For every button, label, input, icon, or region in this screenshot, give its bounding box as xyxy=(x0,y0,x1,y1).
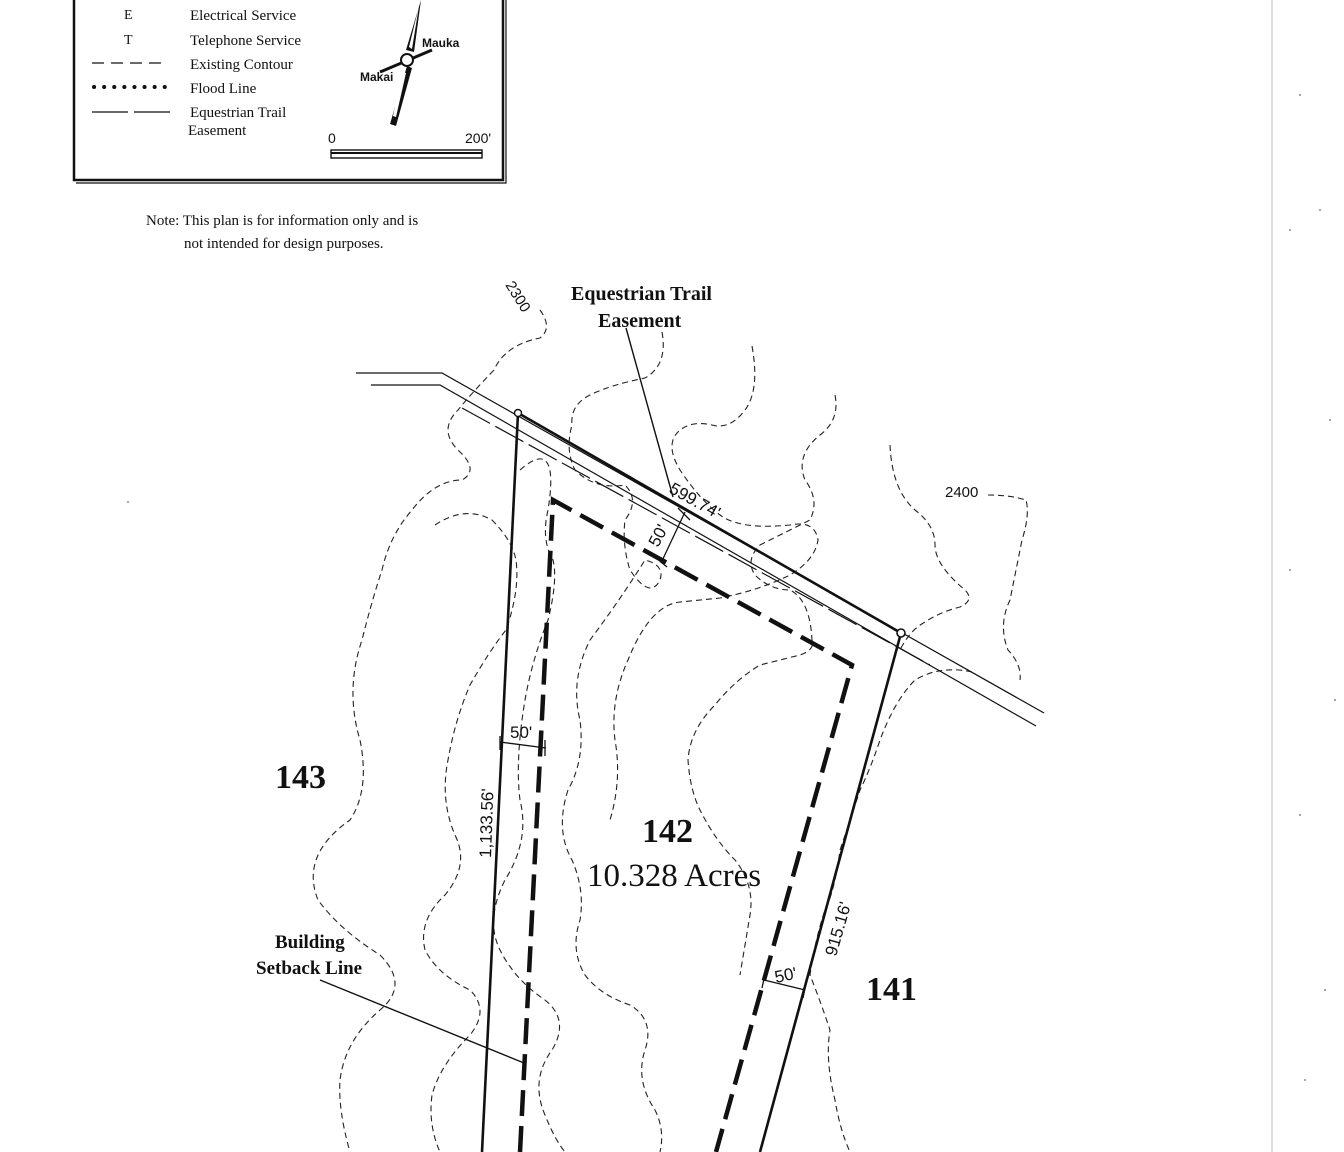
legend-label-telephone: Telephone Service xyxy=(190,33,301,49)
legend-label-trail-easement: Easement xyxy=(188,123,247,139)
legend-symbol-t: T xyxy=(124,33,133,48)
setback-dimension-right xyxy=(761,973,807,999)
boundary-length-left: 1,133.56' xyxy=(476,788,497,858)
legend-label-contour: Existing Contour xyxy=(190,57,293,73)
setback-width-left: 50' xyxy=(510,723,532,742)
compass-mauka-label: Mauka xyxy=(422,36,460,50)
compass-makai-label: Makai xyxy=(360,70,393,84)
trail-easement-callout-line1: Equestrian Trail xyxy=(571,283,712,305)
trail-easement-line xyxy=(461,407,931,666)
scale-start-label: 0 xyxy=(328,130,336,146)
legend-box: E Electrical Service T Telephone Service… xyxy=(72,0,507,184)
lot-143-number: 143 xyxy=(275,759,326,796)
lot-142-area: 10.328 Acres xyxy=(587,858,761,894)
setback-width-right: 50' xyxy=(773,964,799,987)
road-right-of-way xyxy=(356,372,1045,727)
building-setback-line xyxy=(517,496,855,1152)
scan-specks xyxy=(127,94,1336,1081)
north-arrow-icon xyxy=(379,0,433,126)
setback-dimension-top xyxy=(654,507,691,568)
legend-label-electrical: Electrical Service xyxy=(190,8,297,24)
setback-dimension-left xyxy=(499,736,547,756)
legend-symbol-e: E xyxy=(124,8,133,23)
legend-label-trail: Equestrian Trail xyxy=(190,105,286,121)
legend-label-flood: Flood Line xyxy=(190,81,257,97)
lot-141-number: 141 xyxy=(866,971,917,1008)
contour-lines xyxy=(312,309,1028,1152)
setback-leader xyxy=(319,979,525,1064)
lot-142-boundary xyxy=(480,408,906,1152)
trail-easement-callout-line2: Easement xyxy=(598,310,682,332)
note-line-2: not intended for design purposes. xyxy=(184,236,384,252)
contour-label-2400: 2400 xyxy=(945,484,978,501)
scale-bar xyxy=(330,149,483,159)
scale-end-label: 200' xyxy=(465,130,491,146)
setback-width-top: 50' xyxy=(645,521,672,549)
lot-142-number: 142 xyxy=(642,813,693,850)
note-line-1: Note: This plan is for information only … xyxy=(146,213,418,229)
setback-callout-line1: Building xyxy=(275,932,345,953)
contour-label-2300: 2300 xyxy=(502,278,534,315)
setback-callout-line2: Setback Line xyxy=(256,958,362,979)
trail-easement-leader xyxy=(625,327,674,498)
